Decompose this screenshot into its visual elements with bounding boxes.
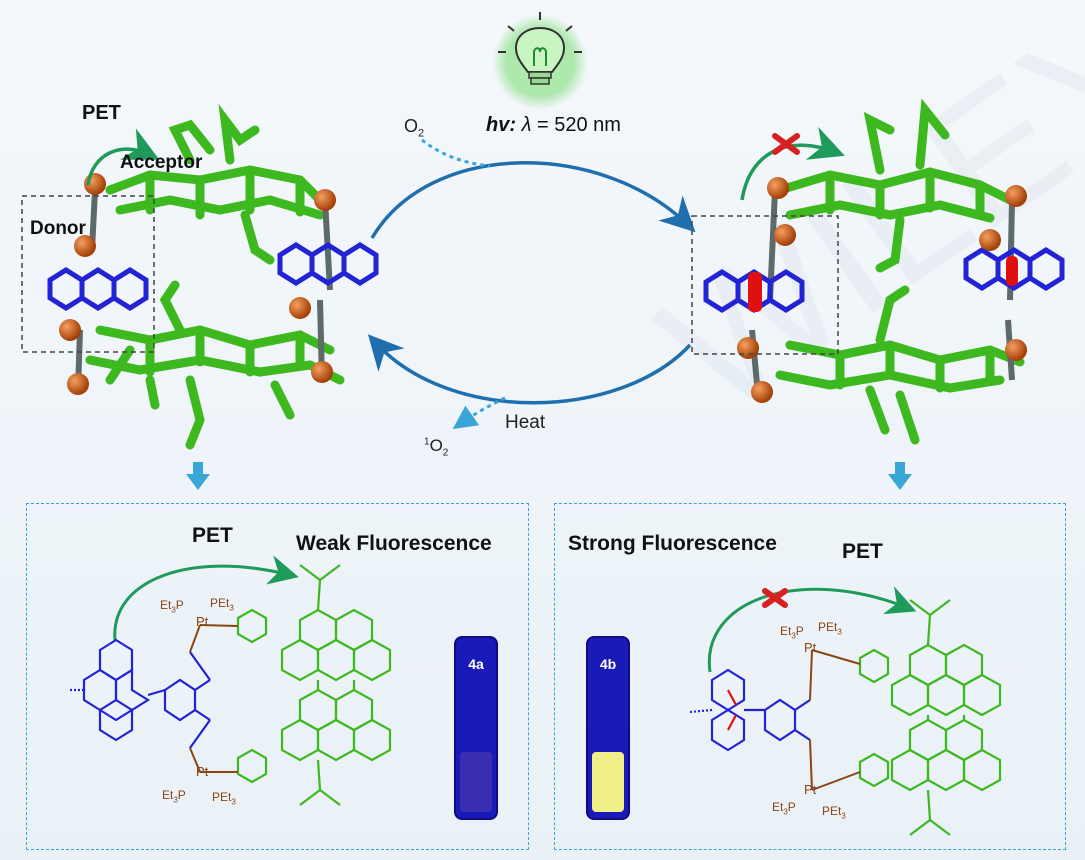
irradiation-label: hv: λ = 520 nm — [486, 114, 621, 137]
vial-4a-label: 4a — [468, 656, 484, 672]
pt-label-top-left: Pt — [196, 614, 209, 629]
lambda-symbol: λ — [521, 114, 532, 136]
pt-label-top-right: Pt — [804, 640, 817, 655]
left-cage-model — [47, 103, 379, 450]
weak-fluorescence-panel — [26, 503, 529, 850]
pt-label-bottom-right: Pt — [804, 782, 817, 797]
et3p-label-bottom-left: Et3P — [162, 788, 186, 805]
donor-highlight-box-right — [691, 215, 839, 355]
endoperoxide-bridge — [748, 272, 762, 312]
singlet-o: O — [429, 436, 443, 455]
wavelength-value: = 520 nm — [536, 114, 621, 136]
vial-4b-label: 4b — [599, 656, 617, 672]
left-panel-structure — [68, 555, 392, 806]
pet-right-arrow — [707, 586, 917, 673]
vial-4a-solution — [460, 752, 492, 812]
o2-input-label: O2 — [404, 116, 424, 140]
pet3-label-top-left: PEt3 — [210, 596, 234, 613]
donor-highlight-box — [21, 195, 155, 353]
hv-label: hv: — [486, 114, 516, 136]
pet-top-label: PET — [82, 102, 121, 124]
pet-left-panel-label: PET — [192, 524, 233, 547]
singlet-subscript: 2 — [442, 447, 449, 459]
singlet-o2-release-arrow — [452, 396, 506, 430]
pet-right-panel-label: PET — [842, 540, 883, 563]
vial-4a: 4a — [454, 636, 498, 820]
et3p-label-top-right: Et3P — [780, 624, 804, 641]
o2-input-arrow — [421, 138, 491, 168]
weak-fluorescence-title: Weak Fluorescence — [296, 532, 492, 555]
et3p-label-top-left: Et3P — [160, 598, 184, 615]
pet-top-arrow — [86, 128, 160, 186]
reverse-cycle-arrow — [367, 334, 692, 405]
pet3-label-top-right: PEt3 — [818, 620, 842, 637]
strong-fluorescence-panel — [554, 503, 1066, 850]
pet3-label-bottom-right: PEt3 — [822, 804, 846, 821]
pt-label-bottom-left: Pt — [196, 764, 209, 779]
vial-4b: 4b — [586, 636, 630, 820]
singlet-superscript: 1 — [424, 436, 430, 448]
o2-subscript: 2 — [418, 127, 425, 140]
singlet-o2-label: 1O2 — [424, 436, 448, 458]
down-arrow-icon — [186, 462, 210, 490]
pet3-label-bottom-left: PEt3 — [212, 790, 236, 807]
vial-4b-solution — [592, 752, 624, 812]
heat-label: Heat — [505, 412, 546, 433]
acceptor-label: Acceptor — [120, 152, 203, 173]
pet-left-arrow — [113, 555, 299, 641]
donor-label: Donor — [30, 218, 86, 239]
et3p-label-bottom-right: Et3P — [772, 800, 796, 817]
strong-fluorescence-title: Strong Fluorescence — [568, 532, 777, 555]
right-panel-structure — [689, 586, 1002, 836]
down-arrow-icon-right — [888, 462, 912, 490]
forward-cycle-arrow — [370, 161, 696, 239]
lightbulb-icon — [492, 12, 588, 110]
o2-text: O — [404, 116, 419, 136]
blocked-x-icon — [772, 133, 800, 155]
blocked-x-icon-right — [762, 588, 788, 608]
